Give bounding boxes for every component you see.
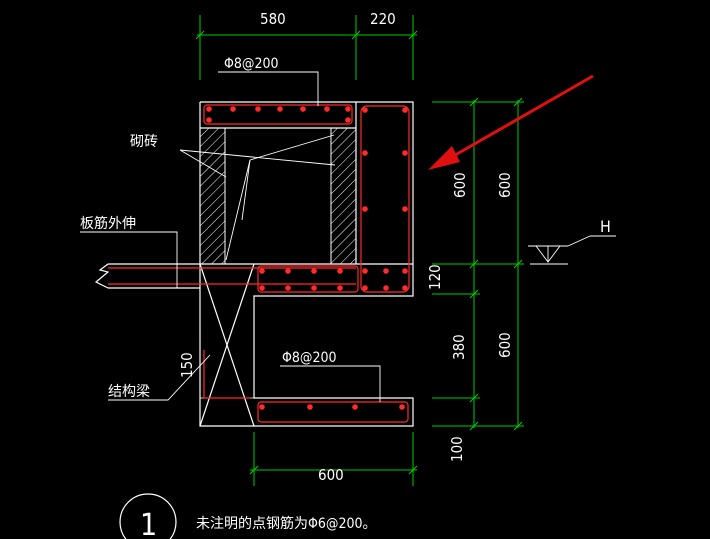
masonry-hatch <box>199 127 357 265</box>
dim-bottom-thickness: 100 <box>448 436 466 462</box>
note-number-circle <box>119 493 177 539</box>
dim-beam-depth: 150 <box>178 352 196 378</box>
dim-bottom-width: 600 <box>318 466 344 484</box>
dim-inner-upper: 600 <box>451 172 469 198</box>
rebar-lines <box>108 104 410 423</box>
dim-top-right: 220 <box>370 10 396 28</box>
note-text: 未注明的点钢筋为Φ6@200。 <box>196 515 377 532</box>
label-masonry: 砌砖 <box>130 134 158 150</box>
label-rebar-top: Φ8@200 <box>224 56 279 72</box>
label-structural-beam: 结构梁 <box>108 384 150 400</box>
dimension-texts: 580 220 600 600 120 380 600 600 100 150 <box>178 10 514 484</box>
note-number: 1 <box>140 508 157 539</box>
label-rebar-bottom: Φ8@200 <box>282 350 337 366</box>
note: 1 未注明的点钢筋为Φ6@200。 <box>119 493 377 539</box>
rebar-dots <box>206 106 408 410</box>
dim-outer-upper: 600 <box>496 172 514 198</box>
leader-lines <box>80 71 616 402</box>
label-level-mark: H <box>600 217 611 236</box>
pointer-arrow <box>428 74 594 170</box>
dimension-lines <box>195 15 524 486</box>
dim-outer-lower: 600 <box>496 332 514 358</box>
dim-top-left: 580 <box>260 10 286 28</box>
label-slab-extension: 板筋外伸 <box>80 215 136 232</box>
dim-inner-gap: 120 <box>426 264 444 290</box>
annotation-texts: Φ8@200 砌砖 板筋外伸 Φ8@200 结构梁 H <box>80 56 611 400</box>
dim-inner-lower: 380 <box>450 334 468 360</box>
